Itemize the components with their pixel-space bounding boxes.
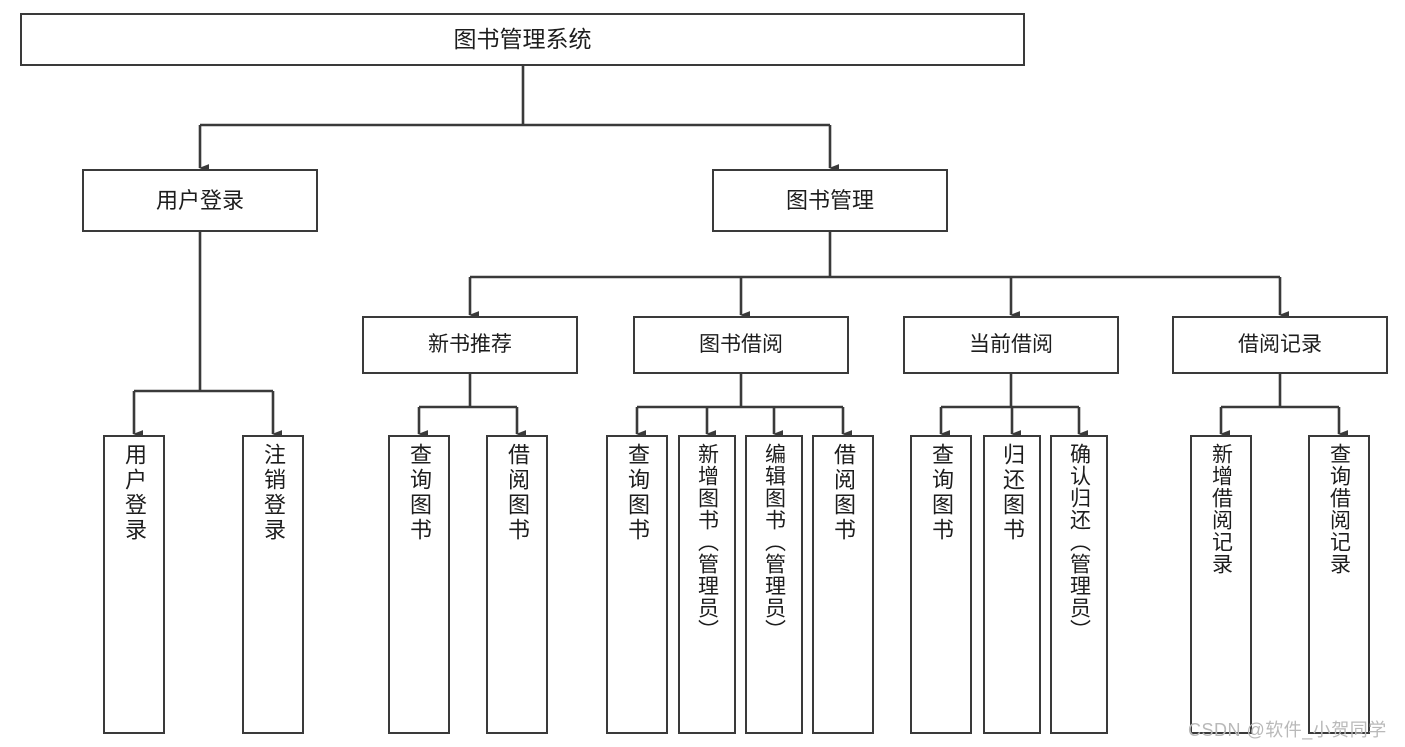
node-leaf-query-book-1-label: 查询图书	[407, 443, 432, 543]
node-leaf-query-book-1[interactable]: 查询图书	[388, 435, 450, 734]
node-leaf-add-record-label: 新增借阅记录	[1209, 443, 1233, 575]
node-leaf-borrow-book-1-label: 借阅图书	[505, 443, 530, 543]
node-new-book-rec-label: 新书推荐	[428, 332, 512, 356]
node-leaf-borrow-book-2-label: 借阅图书	[831, 443, 856, 543]
node-leaf-query-record[interactable]: 查询借阅记录	[1308, 435, 1370, 734]
node-root[interactable]: 图书管理系统	[20, 13, 1025, 66]
node-current-borrow-label: 当前借阅	[969, 332, 1053, 356]
node-leaf-return-book-label: 归还图书	[1000, 443, 1025, 543]
node-leaf-confirm-return-label: 确认归还（管理员）	[1067, 443, 1091, 641]
node-leaf-borrow-book-1[interactable]: 借阅图书	[486, 435, 548, 734]
node-leaf-query-book-3-label: 查询图书	[929, 443, 954, 543]
node-borrow-record[interactable]: 借阅记录	[1172, 316, 1388, 374]
node-borrow-record-label: 借阅记录	[1238, 332, 1322, 356]
node-new-book-rec[interactable]: 新书推荐	[362, 316, 578, 374]
node-leaf-logout[interactable]: 注销登录	[242, 435, 304, 734]
node-leaf-user-login-label: 用户登录	[122, 443, 147, 543]
node-book-borrow[interactable]: 图书借阅	[633, 316, 849, 374]
node-leaf-edit-book[interactable]: 编辑图书（管理员）	[745, 435, 803, 734]
node-user-login[interactable]: 用户登录	[82, 169, 318, 232]
node-leaf-user-login[interactable]: 用户登录	[103, 435, 165, 734]
node-leaf-add-book[interactable]: 新增图书（管理员）	[678, 435, 736, 734]
node-leaf-return-book[interactable]: 归还图书	[983, 435, 1041, 734]
node-book-borrow-label: 图书借阅	[699, 332, 783, 356]
node-leaf-edit-book-label: 编辑图书（管理员）	[762, 443, 786, 641]
node-leaf-add-book-label: 新增图书（管理员）	[695, 443, 719, 641]
node-leaf-borrow-book-2[interactable]: 借阅图书	[812, 435, 874, 734]
node-leaf-confirm-return[interactable]: 确认归还（管理员）	[1050, 435, 1108, 734]
node-current-borrow[interactable]: 当前借阅	[903, 316, 1119, 374]
node-leaf-query-book-3[interactable]: 查询图书	[910, 435, 972, 734]
node-user-login-label: 用户登录	[155, 187, 244, 213]
node-leaf-query-book-2-label: 查询图书	[625, 443, 650, 543]
node-leaf-query-book-2[interactable]: 查询图书	[606, 435, 668, 734]
node-root-label: 图书管理系统	[453, 25, 592, 52]
node-book-manage[interactable]: 图书管理	[712, 169, 948, 232]
watermark-text: CSDN @软件_小贺同学	[1188, 720, 1387, 740]
node-book-manage-label: 图书管理	[785, 187, 874, 213]
node-leaf-logout-label: 注销登录	[261, 443, 286, 543]
node-leaf-add-record[interactable]: 新增借阅记录	[1190, 435, 1252, 734]
node-leaf-query-record-label: 查询借阅记录	[1327, 443, 1351, 575]
